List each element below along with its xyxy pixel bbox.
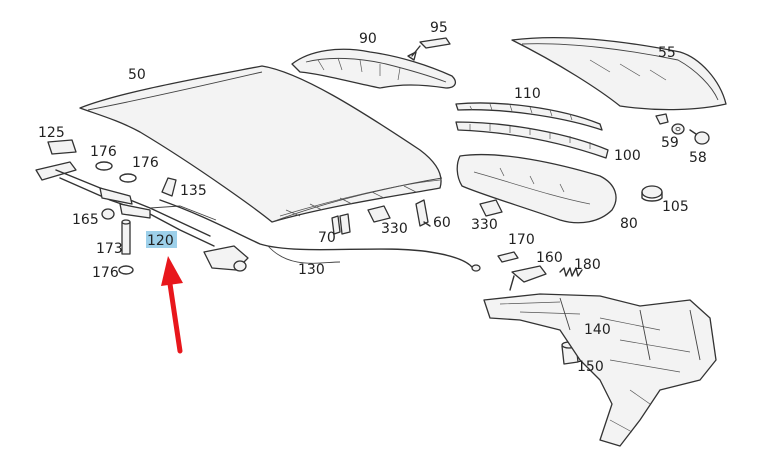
pointer-arrow (161, 256, 183, 354)
part-small-clip-55[interactable] (655, 113, 669, 125)
label-140: 140 (584, 322, 611, 338)
label-176-b: 176 (132, 155, 159, 171)
label-176-c: 176 (92, 265, 119, 281)
label-135: 135 (180, 183, 207, 199)
part-90-roof-frame[interactable] (291, 48, 457, 89)
part-50-roof-panel[interactable] (79, 65, 443, 223)
part-95-bracket[interactable] (407, 37, 451, 61)
part-160-hinge-plate[interactable] (509, 265, 547, 291)
part-105-cap[interactable] (641, 185, 663, 202)
part-58-bolt[interactable] (689, 129, 710, 145)
label-330-a: 330 (381, 221, 408, 237)
label-173: 173 (96, 241, 123, 257)
label-59: 59 (661, 135, 679, 151)
part-130-cable[interactable] (159, 199, 481, 272)
part-59-washer[interactable] (671, 123, 685, 135)
label-165: 165 (72, 212, 99, 228)
label-80: 80 (620, 216, 638, 232)
part-330-latch-right[interactable] (479, 199, 503, 217)
label-160: 160 (536, 250, 563, 266)
part-60-bracket[interactable] (415, 199, 431, 227)
label-90: 90 (359, 31, 377, 47)
part-176-clips[interactable] (95, 161, 137, 275)
part-100-seal-strip[interactable] (455, 121, 609, 159)
label-60: 60 (433, 215, 451, 231)
label-50: 50 (128, 67, 146, 83)
label-125: 125 (38, 125, 65, 141)
label-150: 150 (577, 359, 604, 375)
part-165-bushing[interactable] (101, 208, 115, 220)
part-173-pin[interactable] (121, 219, 131, 255)
part-linkage-arm-left[interactable] (35, 161, 249, 272)
label-170: 170 (508, 232, 535, 248)
part-80-rear-panel[interactable] (456, 153, 617, 224)
label-70: 70 (318, 230, 336, 246)
part-170-clip[interactable] (497, 251, 519, 263)
part-frame-assembly[interactable] (483, 293, 717, 447)
label-105: 105 (662, 199, 689, 215)
part-330-latch-left[interactable] (367, 205, 391, 223)
label-110: 110 (514, 86, 541, 102)
part-125-cover[interactable] (47, 139, 77, 155)
label-330-b: 330 (471, 217, 498, 233)
part-70-bracket[interactable] (331, 213, 351, 235)
part-135-hook[interactable] (161, 177, 177, 197)
label-58: 58 (689, 150, 707, 166)
label-95: 95 (430, 20, 448, 36)
label-120[interactable]: 120 (147, 233, 174, 249)
label-130: 130 (298, 262, 325, 278)
part-55-rear-window[interactable] (511, 37, 727, 111)
label-180: 180 (574, 257, 601, 273)
part-180-spring[interactable] (559, 267, 583, 277)
label-176-a: 176 (90, 144, 117, 160)
part-110-seal-strip[interactable] (455, 102, 603, 131)
highlight-120 (146, 231, 177, 248)
label-100: 100 (614, 148, 641, 164)
label-55: 55 (658, 45, 676, 61)
